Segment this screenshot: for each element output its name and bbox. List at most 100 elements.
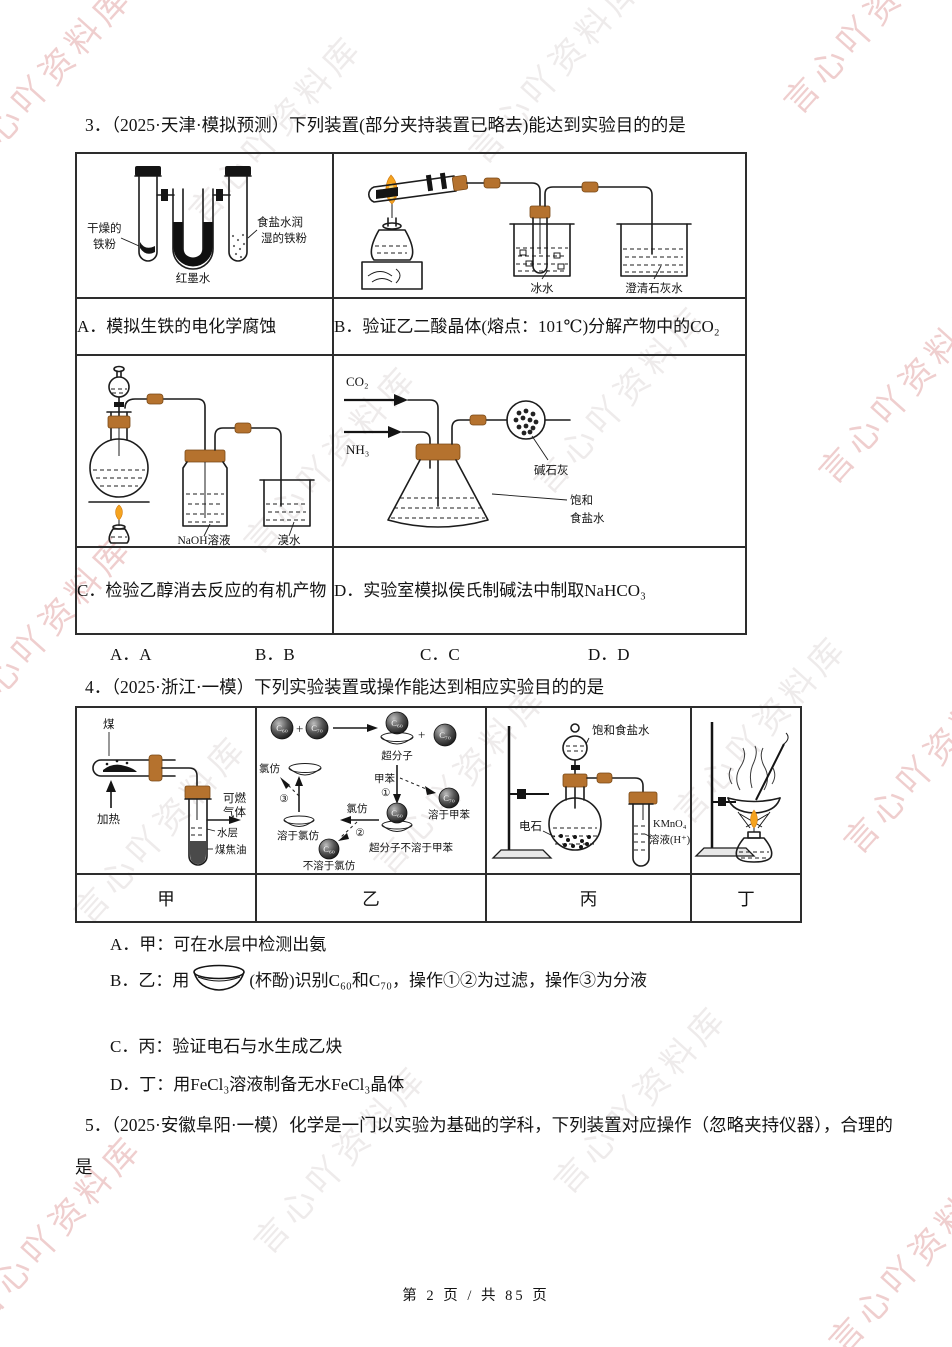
iron-stand	[694, 722, 756, 857]
label-limewater: 澄清石灰水	[625, 281, 683, 295]
dish-support	[737, 811, 771, 829]
diagram-jia-coal-distillation: 煤 加热	[92, 718, 247, 866]
label-wet-iron-2: 湿的铁粉	[261, 231, 307, 245]
diagram-ethanol-elimination: NaOH溶液 溴水	[88, 365, 315, 546]
iron-stand	[491, 726, 553, 859]
connector-left	[156, 189, 175, 201]
inlet-tubes	[401, 399, 439, 507]
beaker-ice-water	[509, 223, 575, 277]
q4-option-d: D．丁：用FeCl₃溶液制备无水FeCl₃晶体	[110, 1075, 405, 1094]
label-saturated-1: 饱和	[570, 493, 593, 507]
label-naoh-solution: NaOH溶液	[177, 533, 231, 546]
round-flask-carbide	[548, 773, 602, 851]
q3-cell-diagram-c: NaOH溶液 溴水	[75, 354, 334, 548]
q3-cell-option-d: D．实验室模拟侯氏制碱法中制取NaHCO₃	[332, 546, 747, 635]
q3-cell-diagram-d: CO₂ NH₃	[332, 354, 747, 548]
diagram-hou-process: CO₂ NH₃	[344, 374, 605, 528]
plus-sign: +	[296, 721, 303, 736]
q5-title-line2: 是	[75, 1157, 93, 1177]
q4-col-label-jia: 甲	[75, 873, 257, 923]
svg-text:C₆₀: C₆₀	[391, 718, 403, 728]
cup-phenol-icon	[193, 964, 246, 991]
diagram-bing-carbide-acetylene: 饱和食盐水 电石 KMnO₄ 溶液(H⁺)	[491, 723, 691, 867]
watermark: 言心吖资料库	[811, 287, 952, 492]
conical-flask	[387, 443, 489, 528]
label-dry-iron-1: 干燥的	[87, 221, 122, 235]
collection-tube	[184, 785, 241, 866]
u-tube	[172, 188, 214, 270]
empty-cup	[288, 763, 322, 776]
gas-washing-bottle	[182, 422, 282, 527]
svg-text:C₇₀: C₇₀	[443, 793, 455, 803]
beaker-limewater	[616, 223, 692, 277]
label-op1: ①	[381, 787, 391, 799]
q4-col-label-yi: 乙	[255, 873, 487, 923]
c70-dissolved: C₇₀	[438, 787, 460, 809]
tilted-test-tube	[368, 172, 469, 203]
vapor-lines	[728, 745, 776, 791]
label-dry-iron-2: 铁粉	[93, 238, 116, 251]
label-co2: CO₂	[346, 374, 369, 389]
label-saturated-2: 食盐水	[570, 511, 605, 525]
q4-title: 4．（2025·浙江·一模）下列实验装置或操作能达到相应实验目的的是	[85, 677, 605, 697]
q4-option-b-post: (杯酚)识别C₆₀和C₇₀，操作①②为过滤，操作③为分液	[249, 970, 648, 990]
label-op3: ③	[279, 793, 289, 805]
q3-answer-b: B．B	[255, 645, 295, 664]
drying-tube	[451, 400, 571, 445]
delivery-tube-2	[544, 181, 653, 255]
q4-option-b: B．乙：用 (杯酚)识别C₆₀和C₇₀，操作①②为过滤，操作③为分液	[110, 964, 647, 992]
svg-text:C₇₀: C₇₀	[439, 730, 451, 740]
q3-answer-c: C．C	[420, 645, 460, 664]
q3-title: 3．（2025·天津·模拟预测）下列装置(部分夹持装置已略去)能达到实验目的的是	[85, 115, 686, 135]
cup-dissolved-chloroform	[283, 815, 315, 827]
label-flammable-gas-2: 气体	[223, 805, 246, 819]
label-red-ink: 红墨水	[176, 272, 211, 285]
diagram-iron-corrosion: 干燥的 铁粉 红墨水 食盐水润 湿的铁粉	[87, 166, 307, 285]
q3-cell-option-c: C．检验乙醇消去反应的有机产物	[75, 546, 334, 635]
supramolecule: C₆₀	[380, 711, 414, 745]
label-heat: 加热	[97, 813, 120, 826]
page-number: 第 2 页 / 共 85 页	[402, 1288, 550, 1304]
delivery-tube-1	[466, 177, 541, 207]
label-saturated-brine: 饱和食盐水	[592, 723, 650, 737]
label-ice-water: 冰水	[531, 282, 554, 295]
q3-cell-diagram-a: 干燥的 铁粉 红墨水 食盐水润 湿的铁粉	[75, 152, 334, 299]
q4-cell-diagram-jia: 煤 加热	[75, 706, 257, 875]
q3-answer-a: A．A	[110, 645, 152, 664]
separating-funnel	[108, 365, 130, 419]
nh3-arrow	[344, 426, 402, 438]
q4-col-label-ding: 丁	[690, 873, 802, 923]
label-bromine-water: 溴水	[278, 533, 301, 546]
beaker-bromine	[259, 479, 315, 527]
label-coal-tar: 煤焦油	[215, 843, 247, 856]
supramolecule-insoluble: C₆₀	[381, 802, 413, 832]
q4-table: 煤 加热	[75, 706, 802, 923]
left-test-tube	[134, 166, 162, 262]
bend-tube	[161, 767, 198, 787]
q3-cell-diagram-b: 冰水 澄清石灰水	[332, 152, 747, 299]
label-chloroform-2: 氯仿	[347, 802, 368, 815]
glass-rod	[755, 732, 789, 801]
label-kmno4: KMnO₄	[653, 819, 687, 830]
c60-insoluble: C₆₀	[318, 838, 340, 860]
inner-test-tube	[529, 205, 551, 274]
watermark: 言心吖资料库	[821, 1157, 952, 1347]
q4-option-b-pre: B．乙：用	[110, 970, 190, 990]
horizontal-tube	[92, 754, 176, 782]
wood-block	[361, 261, 423, 290]
label-dissolves-toluene: 溶于甲苯	[428, 808, 470, 821]
q3-cell-option-a: A．模拟生铁的电化学腐蚀	[75, 297, 334, 356]
connector-right	[212, 189, 231, 201]
diagram-yi-c60-c70: C₆₀ + C₇₀ C₆₀ 超分子	[259, 711, 470, 872]
flame-icon	[750, 809, 758, 829]
label-toluene: 甲苯	[374, 772, 395, 785]
plus-sign: +	[418, 727, 425, 742]
watermark: 言心吖资料库	[836, 657, 952, 862]
label-supramolecule: 超分子	[381, 749, 413, 762]
side-tube	[586, 772, 644, 795]
watermark: 言心吖资料库	[461, 0, 651, 172]
q4-cell-diagram-ding	[690, 706, 802, 875]
label-wet-iron-1: 食盐水润	[257, 215, 303, 229]
label-supra-insoluble: 超分子不溶于甲苯	[369, 841, 453, 854]
